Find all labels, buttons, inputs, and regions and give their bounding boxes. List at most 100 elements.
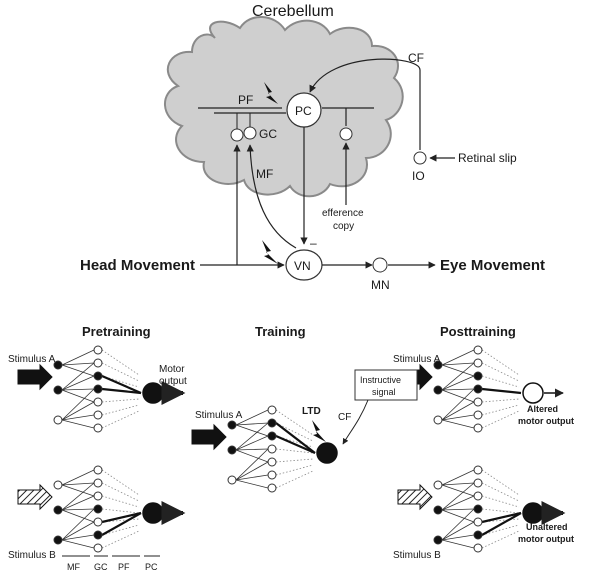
gc-cell: [473, 491, 483, 501]
gc-cell: [267, 457, 277, 467]
parallel-fiber: [275, 458, 314, 463]
parallel-fiber: [481, 469, 520, 496]
mossy-fiber: [61, 539, 95, 549]
mossy-fiber: [441, 349, 475, 366]
parallel-fiber: [275, 464, 314, 476]
mossy-fiber: [441, 375, 475, 391]
eye-movement-label: Eye Movement: [440, 257, 545, 274]
efference-granule-cell: [339, 127, 353, 141]
gc-cell: [473, 371, 483, 381]
mf-fiber: [246, 144, 297, 249]
mf-cell: [433, 360, 443, 370]
gc-cell: [267, 431, 277, 441]
parallel-fiber: [275, 470, 314, 489]
parallel-fiber: [101, 398, 140, 403]
parallel-fiber: [481, 524, 520, 536]
legend-pf: PF: [118, 562, 130, 572]
parallel-fiber: [101, 375, 140, 388]
gc-cell: [267, 483, 277, 493]
gc-cell: [267, 470, 277, 480]
mf-cell: [227, 475, 237, 485]
stimulus-b-arrow-icon: [17, 483, 53, 511]
mossy-fiber: [61, 389, 95, 403]
io-label: IO: [412, 169, 425, 183]
legend-gc: GC: [94, 562, 108, 572]
mf-label: MF: [256, 167, 273, 181]
pretraining-title: Pretraining: [82, 324, 151, 339]
strong-synapse: [481, 387, 522, 395]
parallel-fiber: [481, 518, 520, 523]
parallel-fiber: [101, 518, 140, 523]
mf-cell: [53, 360, 63, 370]
mossy-fiber: [235, 435, 269, 451]
cerebellum-shape: [164, 16, 404, 198]
mossy-fiber: [61, 349, 95, 366]
mossy-fiber: [441, 521, 475, 541]
mossy-fiber: [235, 422, 269, 451]
parallel-fiber: [481, 495, 520, 508]
cf-label: CF: [408, 51, 424, 65]
pretraining-stimulus-b-label: Stimulus B: [8, 550, 56, 561]
mossy-fiber: [235, 424, 269, 437]
mf-cell: [433, 385, 443, 395]
strong-synapse: [481, 511, 522, 524]
parallel-fiber: [101, 524, 140, 536]
mossy-fiber: [235, 448, 269, 481]
gc-cell: [93, 517, 103, 527]
gc-cell: [93, 423, 103, 433]
purkinje-cell: [522, 382, 544, 404]
gc-cell: [473, 423, 483, 433]
parallel-fiber: [481, 375, 520, 388]
cerebellum-title: Cerebellum: [252, 3, 334, 20]
mossy-fiber: [235, 474, 269, 481]
strong-synapse: [275, 434, 316, 455]
mossy-fiber: [441, 364, 475, 377]
training-cf-label: CF: [338, 412, 351, 423]
gc-cell: [473, 530, 483, 540]
mossy-fiber: [61, 484, 95, 497]
parallel-fiber: [101, 404, 140, 416]
mf-cell: [227, 420, 237, 430]
mossy-fiber: [61, 508, 95, 511]
stimulus-a-arrow-icon: [191, 423, 227, 451]
strong-synapse: [101, 511, 142, 524]
mossy-fiber: [61, 419, 95, 429]
parallel-fiber: [101, 495, 140, 508]
pc-label: PC: [295, 104, 312, 118]
parallel-fiber: [101, 410, 140, 429]
cf-fiber: [309, 58, 421, 150]
mossy-fiber: [61, 362, 95, 366]
parallel-fiber: [275, 435, 314, 448]
pf-label: PF: [238, 93, 253, 107]
mn-label: MN: [371, 278, 390, 292]
gc-cell: [267, 405, 277, 415]
gc-cell: [473, 358, 483, 368]
parallel-fiber: [481, 482, 520, 502]
stimulus-b-arrow-icon: [397, 483, 433, 511]
parallel-fiber: [275, 448, 314, 454]
gc-cell: [473, 504, 483, 514]
mossy-fiber: [441, 388, 475, 391]
mossy-fiber: [61, 521, 95, 541]
mf-cell: [53, 535, 63, 545]
mossy-fiber: [235, 422, 269, 426]
mossy-fiber: [441, 539, 475, 549]
mossy-fiber: [61, 388, 95, 391]
mossy-fiber: [235, 461, 269, 481]
gc-cell: [473, 517, 483, 527]
mossy-fiber: [441, 469, 475, 486]
mossy-fiber: [61, 508, 95, 541]
posttraining-stimulus-a-label: Stimulus A: [393, 354, 441, 365]
posttraining-title: Posttraining: [440, 324, 516, 339]
gc-cell: [93, 397, 103, 407]
mossy-fiber: [61, 401, 95, 421]
parallel-fiber: [481, 404, 520, 416]
mf-cell: [53, 480, 63, 490]
gc-cell: [93, 530, 103, 540]
mossy-fiber: [441, 495, 475, 511]
parallel-fiber: [101, 482, 140, 502]
mossy-fiber: [235, 449, 269, 463]
unaltered-label-1: Unaltered: [526, 522, 568, 532]
gc-cell: [93, 491, 103, 501]
